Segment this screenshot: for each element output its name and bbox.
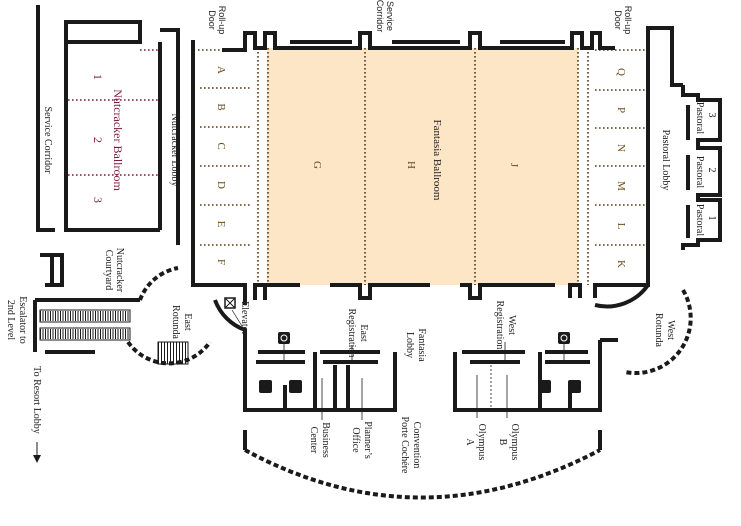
pastoral-2-num[interactable]: 2 [706,168,717,173]
west-rotunda-label-2: Rotunda [653,313,664,347]
section-b[interactable]: B [215,103,227,110]
fantasia-ballroom-label: Fantasia Ballroom [431,120,443,201]
fantasia-lobby-label-2: Lobby [404,332,415,358]
west-rotunda-label: West [665,320,676,340]
restroom-icon [259,380,581,393]
olympus-b-label-2[interactable]: B [497,439,508,446]
rollup-door-right-label: Roll-up [623,6,633,35]
pastoral-3-label[interactable]: Pastoral [694,102,705,134]
leader-lines [283,342,565,420]
pastoral-1-num[interactable]: 1 [706,216,717,221]
rollup-door-right-label-2: Door [613,10,623,30]
business-center-label: Business [320,422,331,458]
nutcracker-section-1[interactable]: 1 [91,74,105,80]
planners-office-label: Planner’s [362,421,373,459]
arrow-down-icon [33,442,41,463]
nutcracker-section-2[interactable]: 2 [91,137,105,143]
pastoral-lobby-label: Pastoral Lobby [660,130,671,191]
section-f[interactable]: F [215,259,227,265]
rollup-door-left-label: Roll-up [217,6,227,35]
section-c[interactable]: C [215,142,227,149]
nutcracker-courtyard-label: Nutcracker [114,248,125,293]
nutcracker-ballroom-label[interactable]: Nutcracker Ballroom [111,89,125,191]
service-corridor-top-label: Service [385,1,395,31]
pastoral-3-num[interactable]: 3 [706,113,717,118]
telephone-icon [558,332,570,344]
escalator-icon [39,309,131,341]
left-sections: A B C D E F [215,66,227,265]
nutcracker-lobby-label: Nutcracker Lobby [169,113,180,186]
west-rotunda-wall [624,288,693,376]
west-registration-label: West [506,315,517,335]
stairs-icon [157,341,189,365]
escalator-label: Escalator to [17,296,28,343]
pastoral-2-label[interactable]: Pastoral [694,156,705,188]
east-rotunda-label-2: Rotunda [170,305,181,339]
section-a[interactable]: A [215,66,227,74]
olympus-a-label[interactable]: Olympus [476,424,487,461]
olympus-b-label[interactable]: Olympus [509,424,520,461]
nutcracker-section-3[interactable]: 3 [91,197,105,203]
pastoral-1-label[interactable]: Pastoral [694,204,705,236]
telephone-icon [278,332,290,344]
section-g[interactable]: G [311,161,323,169]
partitions [68,48,645,285]
section-p[interactable]: P [615,107,627,113]
nutcracker-courtyard-label-2: Courtyard [103,250,114,291]
section-k[interactable]: K [615,260,627,268]
to-resort-lobby-label: To Resort Lobby [31,366,42,434]
porte-cochere-label-2: Porte Cochére [399,417,410,474]
olympus-a-label-2[interactable]: A [464,438,475,446]
escalator-label-2: 2nd Level [5,300,16,340]
section-n[interactable]: N [615,144,627,152]
section-h[interactable]: H [405,161,417,169]
section-m[interactable]: M [615,181,627,191]
elevator-label: Elevator [239,301,250,336]
fantasia-ballroom-area[interactable] [267,48,578,285]
service-corridor-left-label: Service Corridor [42,107,53,175]
east-registration-label: East [358,324,369,341]
service-corridor-top-label-2: Corridor [375,0,385,32]
section-j[interactable]: J [508,163,520,168]
planners-office-label-2: Office [350,427,361,453]
west-registration-label-2: Registration [494,301,505,350]
section-l[interactable]: L [615,223,627,230]
east-rotunda-wall [126,266,212,366]
section-q[interactable]: Q [615,68,627,76]
rollup-door-left-label-2: Door [207,10,217,30]
right-sections: Q P N M L K [615,68,627,268]
walls [33,5,722,450]
section-e[interactable]: E [215,221,227,228]
section-d[interactable]: D [215,181,227,189]
elevator-icon [224,297,243,327]
fantasia-lobby-label: Fantasia [416,328,427,362]
porte-cochere-label: Convention [411,422,422,469]
east-rotunda-label: East [182,313,193,330]
business-center-label-2: Center [308,427,319,454]
east-registration-label-2: Registration [346,309,357,358]
porte-cochere-arc [244,448,601,500]
